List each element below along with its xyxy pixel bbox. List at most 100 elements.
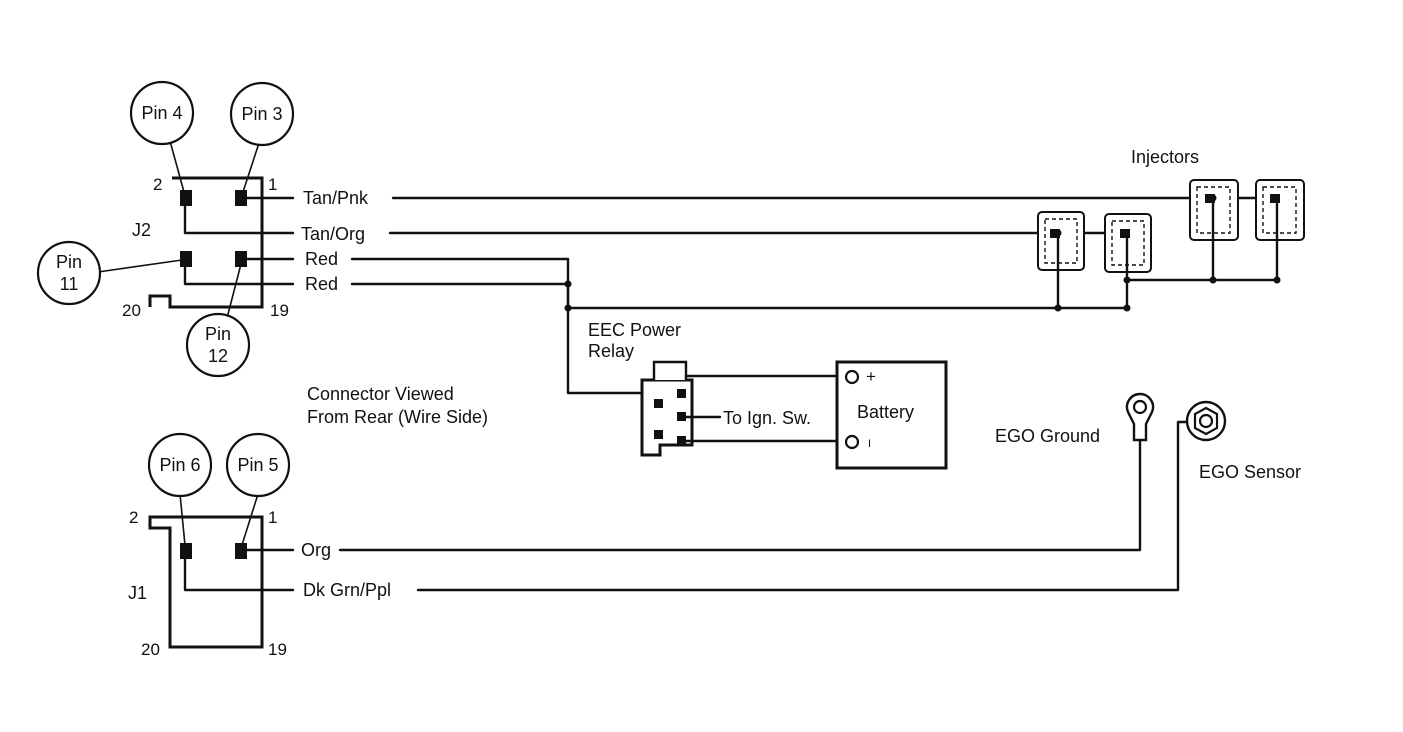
j1-wires: Org Dk Grn/Ppl [183, 420, 1194, 600]
relay-label-line2: Relay [588, 341, 634, 361]
pin12-leader [226, 263, 242, 319]
pin11-callout-label-a: Pin [56, 252, 82, 272]
dk-grn-ppl-label: Dk Grn/Ppl [303, 580, 391, 600]
j1-callouts: Pin 6 Pin 5 [147, 432, 291, 546]
injector-1-inner [1044, 218, 1078, 264]
ego-sensor: EGO Sensor [1185, 400, 1301, 482]
tan-pnk-label: Tan/Pnk [303, 188, 369, 208]
pin12-callout-label-b: 12 [208, 346, 228, 366]
pin3-leader [242, 142, 260, 193]
injector-4-dot [1273, 276, 1281, 284]
battery-minus-label: I [868, 438, 871, 450]
j2-corner-19-label: 19 [270, 301, 289, 320]
injector-bus-dot [1123, 276, 1131, 284]
pin4-callout [129, 80, 195, 146]
pin6-callout-label: Pin 6 [159, 455, 200, 475]
connector-note: Connector Viewed From Rear (Wire Side) [307, 384, 488, 427]
j2-callouts: Pin 4 Pin 3 Pin 11 Pin 12 [36, 80, 295, 378]
pin6-leader [179, 493, 186, 546]
injector-1 [1037, 211, 1085, 271]
j2-pin-11 [180, 251, 192, 267]
ego-ground-hole [1132, 399, 1148, 415]
ego-ground: EGO Ground [995, 392, 1155, 446]
j2-pin-12 [235, 251, 247, 267]
relay-tab [652, 360, 688, 380]
j2-connector: 2 1 20 19 J2 [122, 175, 289, 320]
j2-pin-2 [180, 190, 192, 206]
relay-pin-b [677, 389, 686, 398]
injector-2-dot [1123, 304, 1131, 312]
dk-grn-ppl-stub [183, 557, 295, 592]
pin5-callout [225, 432, 291, 498]
pin6-callout [147, 432, 213, 498]
ego-sensor-core [1198, 413, 1214, 429]
red-1-wire [350, 257, 647, 395]
red-1-label: Red [305, 249, 338, 269]
tan-org-injector2-dot [1121, 229, 1129, 237]
pin5-leader [241, 493, 259, 546]
j1-pin-1 [235, 543, 247, 559]
red-2-label: Red [305, 274, 338, 294]
red-2-wire [350, 282, 1129, 310]
ego-ground-label: EGO Ground [995, 426, 1100, 446]
battery-minus-terminal [844, 434, 860, 450]
j2-corner-1-label: 1 [268, 175, 277, 194]
org-wire [338, 420, 1142, 552]
pin11-callout [36, 240, 102, 306]
j1-connector-body [148, 515, 264, 649]
injector-4-inner [1262, 186, 1297, 234]
j2-wires: Tan/Pnk Tan/Org Red Red [183, 188, 1272, 395]
j1-corner-19-label: 19 [268, 640, 287, 659]
battery-plus-label: + [866, 367, 876, 386]
connector-note-line1: Connector Viewed [307, 384, 454, 404]
pin11-callout-label-b: 11 [60, 274, 79, 294]
j2-corner-20-label: 20 [122, 301, 141, 320]
battery-label: Battery [857, 402, 914, 422]
relay-pin-a [654, 399, 663, 408]
pin3-callout-label: Pin 3 [241, 104, 282, 124]
pin3-callout [229, 81, 295, 147]
tan-pnk-injector3-dot [1209, 194, 1217, 202]
injectors-label: Injectors [1131, 147, 1199, 167]
pin4-callout-label: Pin 4 [141, 103, 182, 123]
relay-pin-d [654, 430, 663, 439]
injector-1-body [1037, 211, 1085, 271]
injector-3-dot [1209, 276, 1217, 284]
red-splice-dot [564, 304, 572, 312]
tan-org-stub [183, 204, 295, 235]
relay-label-line1: EEC Power [588, 320, 681, 340]
j2-pin-1 [235, 190, 247, 206]
red-2-stub [183, 265, 295, 286]
j1-corner-20-label: 20 [141, 640, 160, 659]
injector-4 [1255, 179, 1305, 241]
connector-note-line2: From Rear (Wire Side) [307, 407, 488, 427]
pin5-callout-label: Pin 5 [237, 455, 278, 475]
battery-plus-terminal [844, 369, 860, 385]
to-ign-sw-label: To Ign. Sw. [723, 408, 811, 428]
injector-1-dot [1054, 304, 1062, 312]
pin12-callout-label-a: Pin [205, 324, 231, 344]
injector-4-pin [1270, 194, 1280, 203]
tan-org-injector1-dot [1054, 229, 1062, 237]
relay-pin-e [677, 436, 686, 445]
j2-connector-body [148, 176, 264, 309]
j1-pin-2 [180, 543, 192, 559]
eec-power-relay: EEC Power Relay To Ign. Sw. [588, 320, 847, 457]
j1-corner-2-label: 2 [129, 508, 138, 527]
ego-sensor-label: EGO Sensor [1199, 462, 1301, 482]
red-junction-dot [564, 280, 572, 288]
j1-corner-1-label: 1 [268, 508, 277, 527]
relay-pin-c [677, 412, 686, 421]
battery: + I Battery [835, 360, 948, 470]
dk-grn-ppl-wire [416, 420, 1194, 592]
injector-4-body [1255, 179, 1305, 241]
org-label: Org [301, 540, 331, 560]
pin12-callout [185, 312, 251, 378]
j1-label: J1 [128, 583, 147, 603]
j1-connector: 2 1 20 19 J1 [128, 508, 287, 659]
pin4-leader [169, 140, 185, 193]
j2-label: J2 [132, 220, 151, 240]
j2-corner-2-label: 2 [153, 175, 162, 194]
pin11-leader [97, 259, 183, 273]
